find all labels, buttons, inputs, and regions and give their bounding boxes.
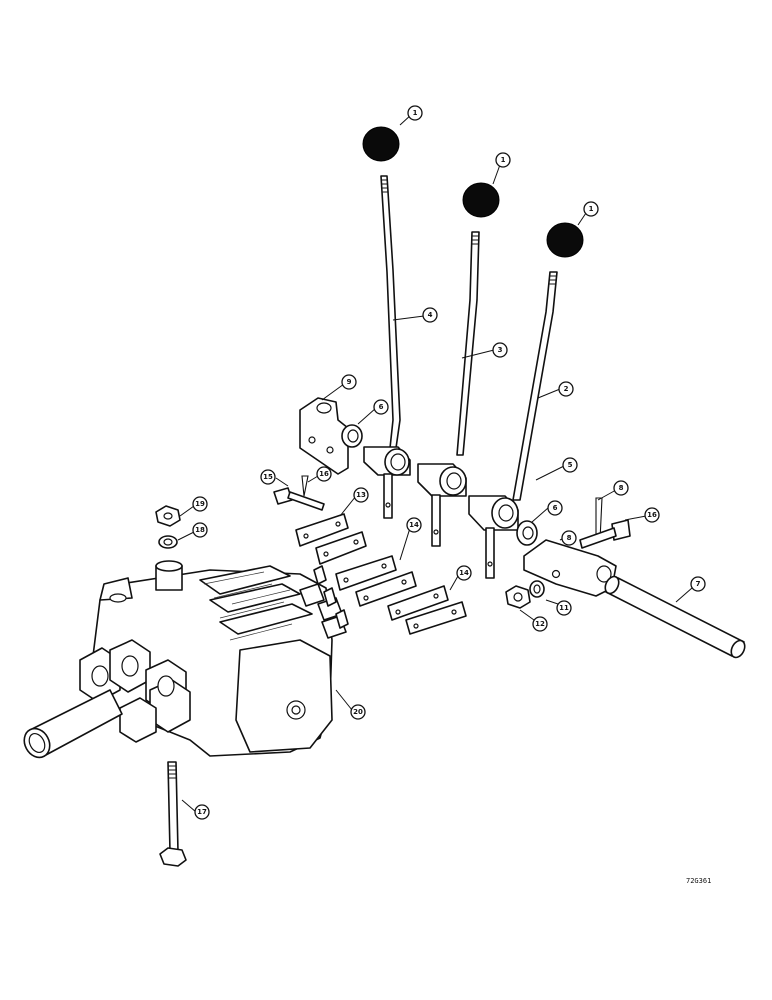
nut-12 bbox=[505, 585, 531, 609]
callout-5: 5 bbox=[562, 457, 578, 473]
callout-label: 1 bbox=[501, 156, 506, 164]
callout-8a: 8 bbox=[613, 480, 629, 496]
callout-label: 1 bbox=[589, 205, 594, 213]
link-plate-13-lower bbox=[315, 531, 367, 565]
link-plate-14-a bbox=[335, 555, 397, 591]
lever-knob-middle bbox=[462, 182, 500, 218]
drawing-id: 72G361 bbox=[686, 877, 711, 885]
callout-14b: 14 bbox=[456, 565, 472, 581]
callout-8b: 8 bbox=[561, 530, 577, 546]
control-lever-4 bbox=[363, 175, 411, 519]
callout-label: 14 bbox=[459, 569, 469, 577]
callout-label: 17 bbox=[197, 808, 207, 816]
callout-label: 15 bbox=[263, 473, 273, 481]
callout-1a: 1 bbox=[407, 105, 423, 121]
callout-2: 2 bbox=[558, 381, 574, 397]
callout-7: 7 bbox=[690, 576, 706, 592]
callout-label: 9 bbox=[347, 378, 352, 386]
lever-knob-right bbox=[546, 222, 584, 258]
callout-label: 6 bbox=[379, 403, 384, 411]
cotter-pin-left bbox=[301, 475, 309, 497]
nut-19 bbox=[155, 505, 181, 527]
callout-label: 13 bbox=[356, 491, 366, 499]
bolt-left bbox=[273, 487, 325, 511]
callout-label: 3 bbox=[498, 346, 503, 354]
link-plate-14-b bbox=[355, 571, 417, 607]
callout-label: 8 bbox=[567, 534, 572, 542]
callout-label: 11 bbox=[559, 604, 569, 612]
washer-18 bbox=[158, 535, 178, 549]
callout-label: 16 bbox=[647, 511, 657, 519]
callout-6a: 6 bbox=[373, 399, 389, 415]
bracket-left bbox=[299, 397, 349, 475]
callout-label: 16 bbox=[319, 470, 329, 478]
callout-1b: 1 bbox=[495, 152, 511, 168]
link-plate-14-c bbox=[387, 585, 449, 621]
control-lever-3 bbox=[417, 231, 480, 547]
callout-label: 8 bbox=[619, 484, 624, 492]
callout-14a: 14 bbox=[406, 517, 422, 533]
callout-9: 9 bbox=[341, 374, 357, 390]
lock-washer-11 bbox=[529, 580, 545, 598]
callout-4: 4 bbox=[422, 307, 438, 323]
link-plate-14-d bbox=[405, 601, 467, 635]
leader-lines bbox=[177, 113, 693, 813]
callout-12: 12 bbox=[532, 616, 548, 632]
lever-knob-left bbox=[362, 126, 400, 162]
callout-label: 4 bbox=[428, 311, 433, 319]
callout-13: 13 bbox=[353, 487, 369, 503]
callout-label: 18 bbox=[195, 526, 205, 534]
callout-label: 7 bbox=[696, 580, 701, 588]
callout-6b: 6 bbox=[547, 500, 563, 516]
callout-label: 5 bbox=[568, 461, 573, 469]
callout-label: 12 bbox=[535, 620, 545, 628]
callout-19: 19 bbox=[192, 496, 208, 512]
callout-label: 14 bbox=[409, 521, 419, 529]
long-bolt-17 bbox=[159, 761, 187, 867]
callout-16a: 16 bbox=[316, 466, 332, 482]
callout-label: 19 bbox=[195, 500, 205, 508]
callout-label: 1 bbox=[413, 109, 418, 117]
callout-17: 17 bbox=[194, 804, 210, 820]
callout-18: 18 bbox=[192, 522, 208, 538]
callout-1c: 1 bbox=[583, 201, 599, 217]
washer-right bbox=[516, 520, 538, 546]
callouts: 1 1 1 2 3 4 5 6 6 7 8 8 9 11 12 13 14 14… bbox=[192, 105, 706, 820]
washer-left bbox=[341, 424, 363, 448]
callout-20: 20 bbox=[350, 704, 366, 720]
callout-label: 6 bbox=[553, 504, 558, 512]
callout-16b: 16 bbox=[644, 507, 660, 523]
callout-11: 11 bbox=[556, 600, 572, 616]
link-plate-13-upper bbox=[295, 513, 349, 547]
callout-label: 20 bbox=[353, 708, 363, 716]
callout-3: 3 bbox=[492, 342, 508, 358]
callout-label: 2 bbox=[564, 385, 569, 393]
control-lever-2 bbox=[468, 271, 558, 579]
bolt-right bbox=[579, 519, 631, 549]
callout-15: 15 bbox=[260, 469, 276, 485]
pivot-shaft bbox=[604, 575, 746, 659]
control-valve-body bbox=[23, 560, 349, 759]
